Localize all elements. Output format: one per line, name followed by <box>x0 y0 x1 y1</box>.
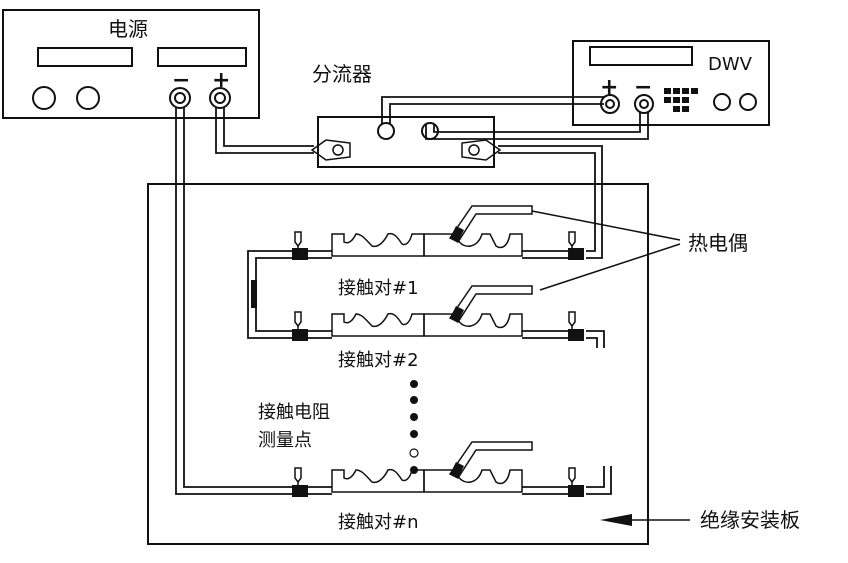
contact-pair-1: 接触对#1 <box>294 205 576 299</box>
dwv-minus-label: − <box>634 75 652 100</box>
dwv-label: DWV <box>708 54 753 75</box>
power-supply: 电源 − + <box>2 9 260 119</box>
power-plus-label: + <box>212 68 230 93</box>
thermocouple-label: 热电偶 <box>688 231 748 255</box>
contact-pair-2: 接触对#2 <box>294 285 576 371</box>
power-minus-label: − <box>172 68 190 93</box>
continuation-dots <box>409 380 419 474</box>
pair-n-label: 接触对#n <box>338 512 419 533</box>
measure-point-label-line1: 接触电阻 <box>258 402 330 423</box>
board-callout: 绝缘安装板 <box>600 508 800 532</box>
dwv-knob-1 <box>713 93 731 111</box>
measure-point-label-line2: 测量点 <box>258 430 312 451</box>
power-knob-2 <box>76 86 100 110</box>
pair-2-label: 接触对#2 <box>338 350 419 371</box>
power-supply-label: 电源 <box>108 17 148 41</box>
dwv-knob-2 <box>739 93 757 111</box>
insulated-mounting-board <box>147 183 649 545</box>
shunt: 分流器 <box>310 62 502 168</box>
dwv-plus-label: + <box>600 75 618 100</box>
shunt-label: 分流器 <box>312 62 372 86</box>
board-label: 绝缘安装板 <box>700 508 800 532</box>
contact-pair-n: 接触对#n <box>294 441 576 533</box>
dwv-meter: DWV + − <box>572 40 770 126</box>
thermocouple-callout: 热电偶 <box>531 210 748 291</box>
dwv-keypad <box>664 88 698 112</box>
pair-1-label: 接触对#1 <box>338 278 419 299</box>
power-knob-1 <box>32 86 56 110</box>
